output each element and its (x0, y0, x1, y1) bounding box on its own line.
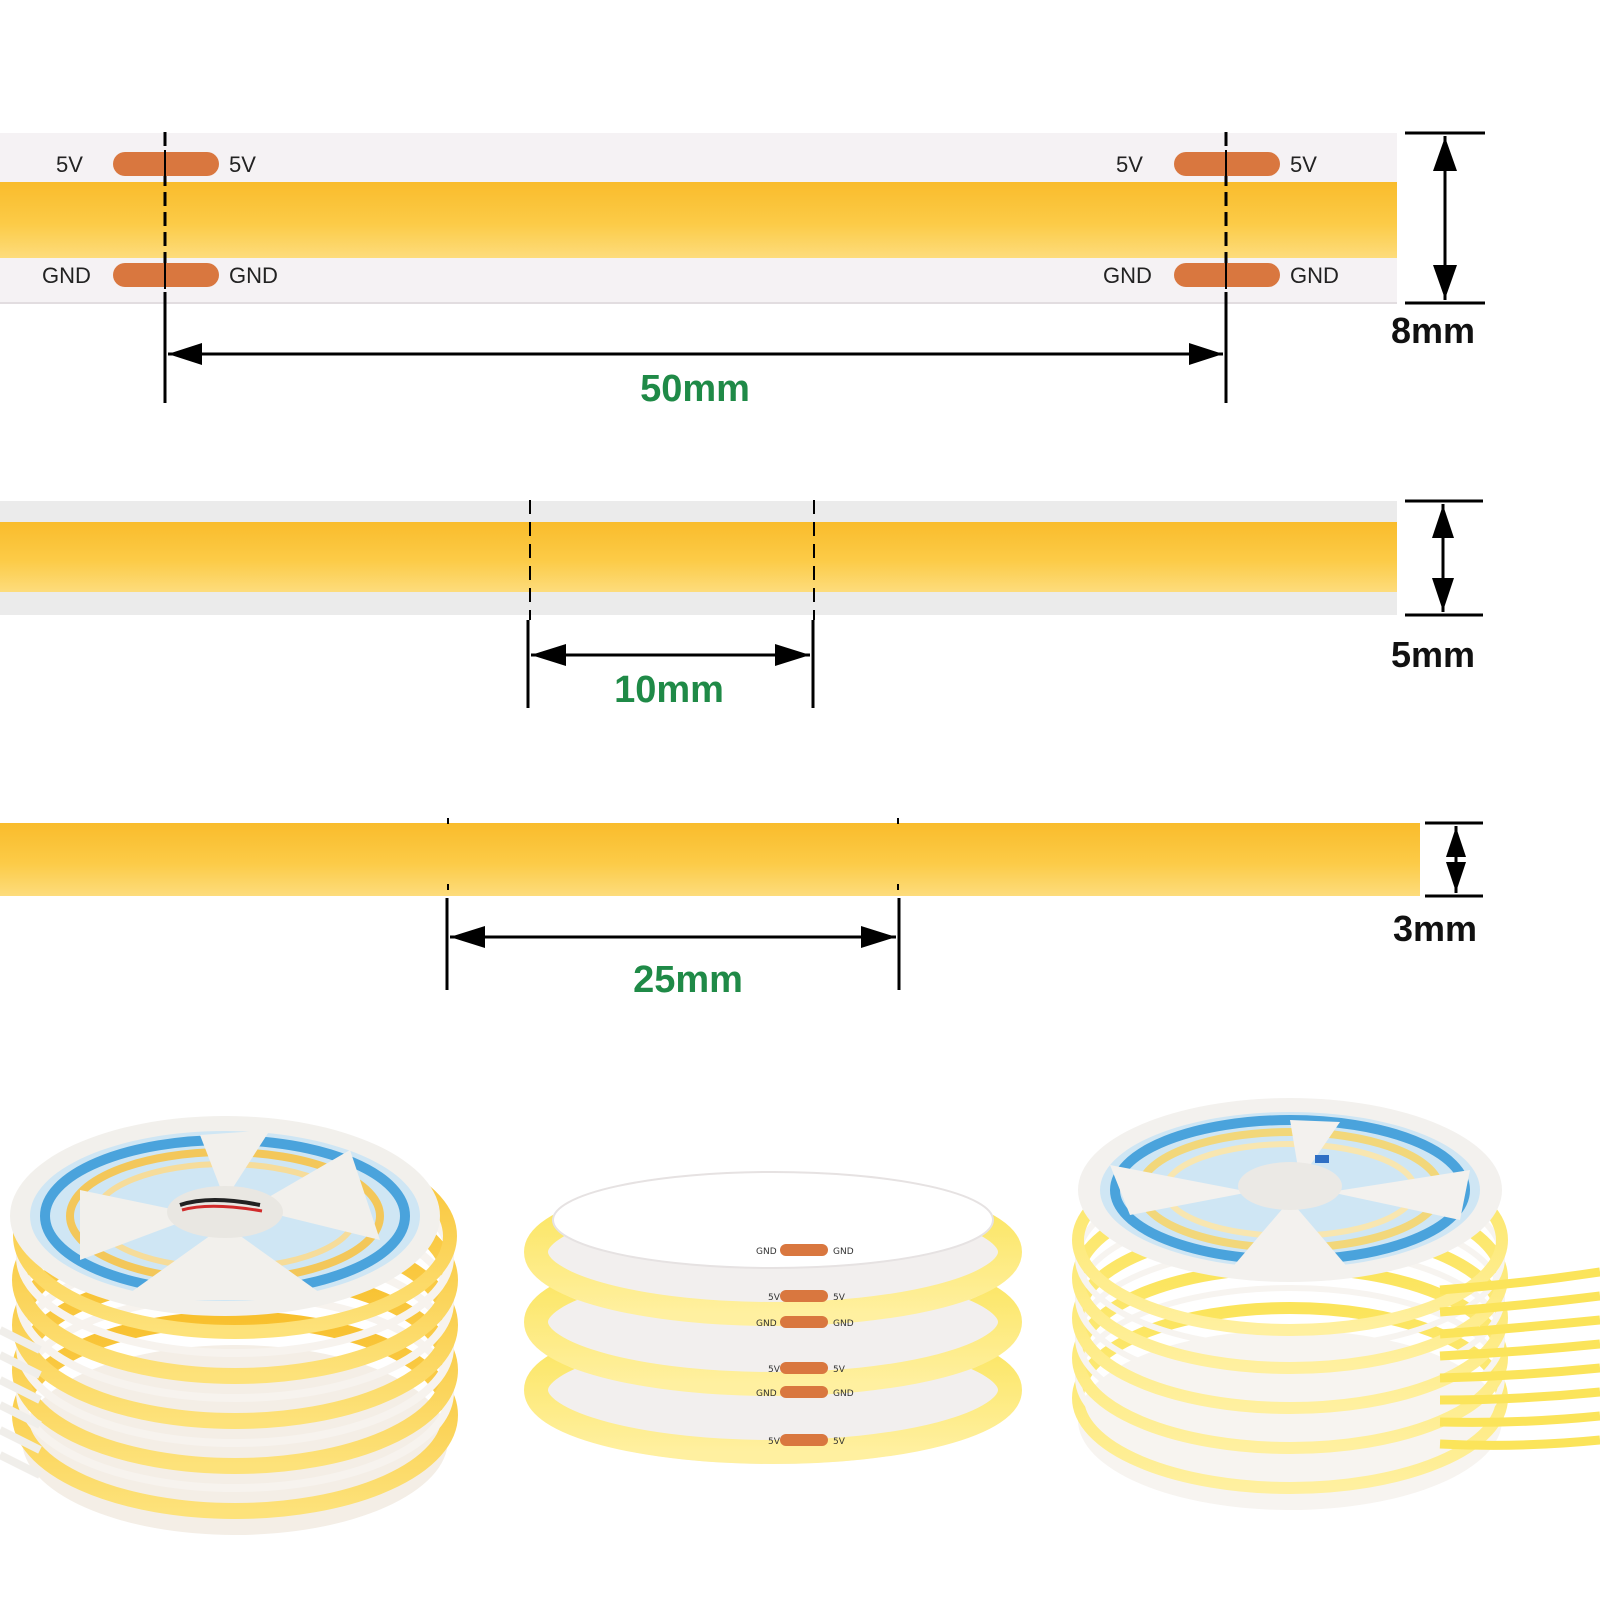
reel-middle-image: GND GND 5V 5V GND GND 5V 5V GND GND 5V 5… (524, 1171, 1022, 1464)
reel-pad-label: 5V (833, 1437, 846, 1447)
pad-label: GND (1290, 263, 1339, 288)
reel-pad-label: GND (833, 1319, 854, 1329)
reel-middle-pads: GND GND 5V 5V GND GND 5V 5V GND GND 5V 5… (756, 1244, 854, 1447)
dimension-label-10mm: 10mm (614, 669, 724, 711)
reel-pad-label: 5V (768, 1365, 781, 1375)
reel-left-tails (0, 1326, 42, 1479)
strip-8mm-led (0, 182, 1397, 258)
reel-pad-label: 5V (833, 1293, 846, 1303)
dimension-label-25mm: 25mm (633, 959, 743, 1001)
reel-pad-label: 5V (768, 1437, 781, 1447)
pad-label: 5V (56, 152, 83, 177)
reel-right-tails (1439, 1267, 1600, 1450)
reel-pad-label: GND (756, 1247, 777, 1257)
pad-label: 5V (229, 152, 256, 177)
pad-label: 5V (1290, 152, 1317, 177)
reel-pad-label: GND (756, 1389, 777, 1399)
reel-pad-label: 5V (833, 1365, 846, 1375)
width-label-8mm: 8mm (1391, 310, 1475, 351)
pad-label: GND (229, 263, 278, 288)
pad-label: 5V (1116, 152, 1143, 177)
strip-5mm-led (0, 522, 1397, 592)
reel-right-image (1072, 1098, 1600, 1510)
reel-middle-rings (524, 1171, 1022, 1464)
pad-label: GND (1103, 263, 1152, 288)
reel-left-hub (167, 1186, 283, 1238)
reel-pad-label: GND (756, 1319, 777, 1329)
strip-3mm-led (0, 823, 1420, 896)
strip-8mm: 5V 5V 5V 5V GND GND GND GND 50mm 8mm (0, 131, 1485, 410)
pad-label: GND (42, 263, 91, 288)
width-label-5mm: 5mm (1391, 634, 1475, 675)
reel-pad-label: GND (833, 1389, 854, 1399)
reel-right-hub (1238, 1162, 1342, 1210)
strip-3mm: 25mm 3mm (0, 818, 1483, 1001)
reel-right-coils (1072, 1144, 1508, 1510)
reel-left-image (0, 1116, 458, 1535)
reel-pad-label: GND (833, 1247, 854, 1257)
reel-pad-label: 5V (768, 1293, 781, 1303)
width-label-3mm: 3mm (1393, 908, 1477, 949)
dimension-label-50mm: 50mm (640, 368, 750, 410)
strip-5mm: 10mm 5mm (0, 499, 1483, 711)
